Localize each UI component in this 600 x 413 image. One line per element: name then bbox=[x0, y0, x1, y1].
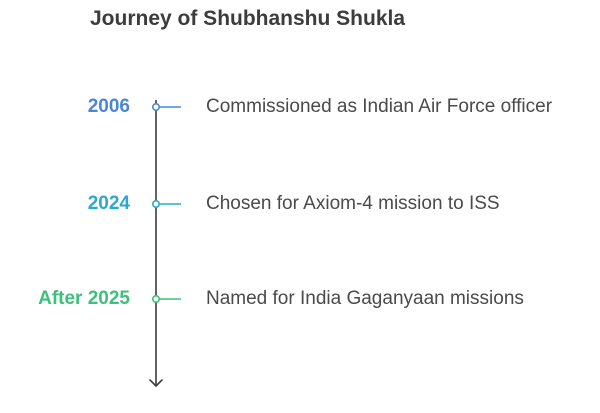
milestone-marker-2006 bbox=[152, 103, 181, 112]
milestone-event-after-2025: Named for India Gaganyaan missions bbox=[206, 288, 524, 309]
milestone-year-after-2025: After 2025 bbox=[38, 288, 130, 309]
arrow-down-icon bbox=[149, 379, 163, 387]
page-title: Journey of Shubhanshu Shukla bbox=[90, 7, 406, 30]
milestone-marker-2024 bbox=[152, 200, 181, 209]
milestone-marker-after-2025 bbox=[152, 294, 181, 303]
milestone-event-2006: Commissioned as Indian Air Force officer bbox=[206, 96, 553, 117]
milestone-year-2006: 2006 bbox=[87, 96, 130, 117]
milestone-event-2024: Chosen for Axiom-4 mission to ISS bbox=[206, 193, 500, 214]
milestone-year-2024: 2024 bbox=[87, 193, 130, 214]
